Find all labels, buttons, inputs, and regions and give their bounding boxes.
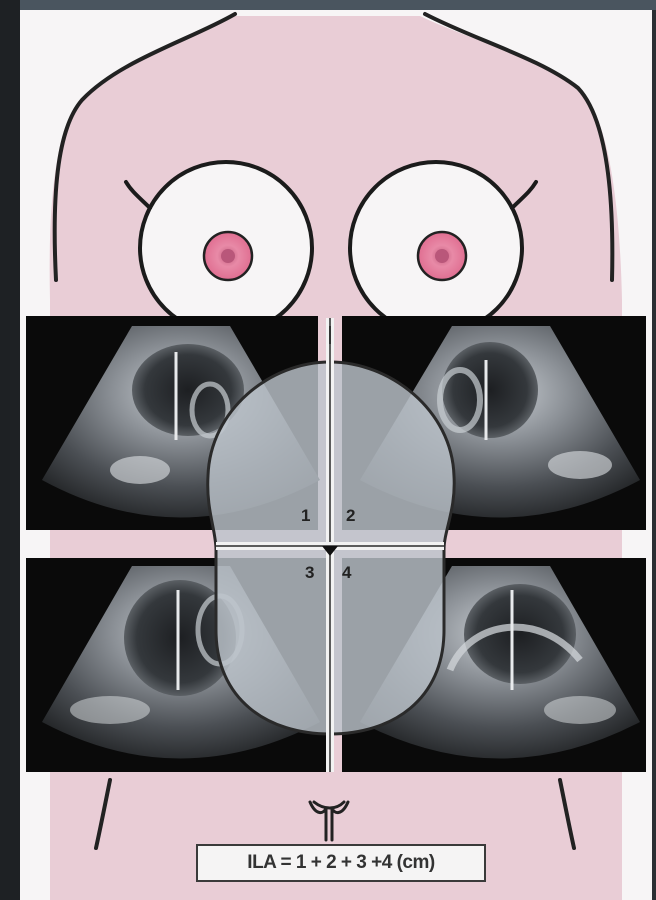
window-top-bar (0, 0, 656, 10)
skin-strip-right (450, 530, 520, 558)
ila-diagram: 1 2 3 4 ILA = 1 + 2 + 3 +4 (cm) (20, 10, 652, 900)
quadrant-label-1: 1 (301, 506, 310, 526)
ila-formula: ILA = 1 + 2 + 3 +4 (cm) (196, 844, 486, 882)
quadrant-label-4: 4 (342, 563, 351, 583)
diagram-canvas (20, 10, 652, 900)
quadrant-label-2: 2 (346, 506, 355, 526)
window-left-edge (0, 0, 20, 900)
quadrant-label-3: 3 (305, 563, 314, 583)
skin-strip-left (140, 530, 210, 558)
